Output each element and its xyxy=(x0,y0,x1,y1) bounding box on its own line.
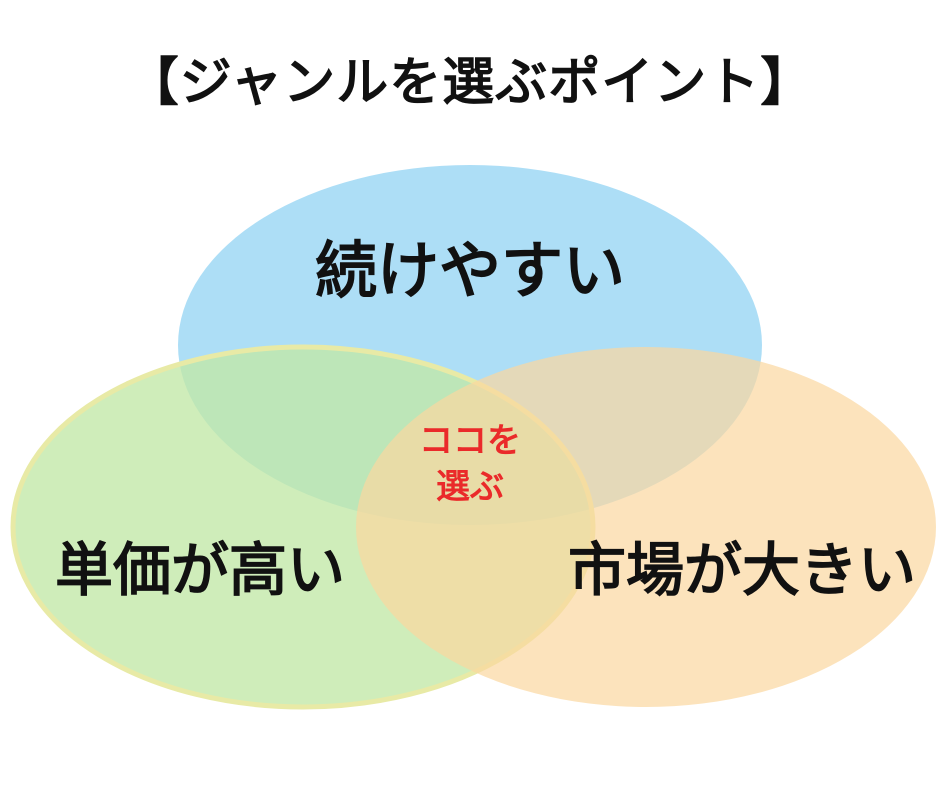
circle-left-label: 単価が高い xyxy=(55,536,345,604)
center-label-line2: 選ぶ xyxy=(436,467,504,507)
center-label-line1: ココを xyxy=(419,421,521,461)
page-title: 【ジャンルを選ぶポイント】 xyxy=(126,53,814,113)
circle-right-label: 市場が大きい xyxy=(568,536,916,604)
circle-top-label: 続けやすい xyxy=(315,234,625,307)
circle-right xyxy=(356,347,936,707)
